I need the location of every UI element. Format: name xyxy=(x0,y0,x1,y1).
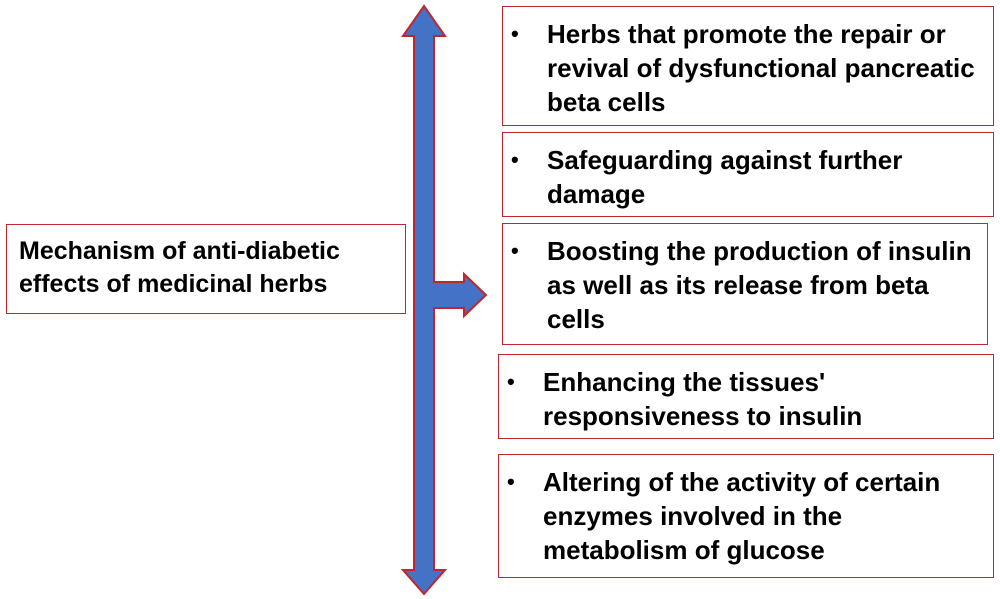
bullet-icon: • xyxy=(511,21,519,46)
bullet-icon: • xyxy=(511,238,519,263)
effect-text: Herbs that promote the repair or revival… xyxy=(547,19,975,117)
list-item: • Enhancing the tissues' responsiveness … xyxy=(499,365,993,433)
list-item: • Safeguarding against further damage xyxy=(503,143,993,211)
effect-box-4: • Enhancing the tissues' responsiveness … xyxy=(498,354,994,439)
effect-text: Boosting the production of insulin as we… xyxy=(547,236,972,334)
bullet-icon: • xyxy=(511,147,519,172)
list-item: • Altering of the activity of certain en… xyxy=(499,465,993,567)
bullet-icon: • xyxy=(507,469,515,494)
effect-box-2: • Safeguarding against further damage xyxy=(502,132,994,217)
effect-box-3: • Boosting the production of insulin as … xyxy=(502,223,988,345)
effect-text: Enhancing the tissues' responsiveness to… xyxy=(543,367,863,431)
bullet-icon: • xyxy=(507,369,515,394)
effect-text: Safeguarding against further damage xyxy=(547,145,903,209)
list-item: • Herbs that promote the repair or reviv… xyxy=(503,17,993,119)
effect-box-5: • Altering of the activity of certain en… xyxy=(498,454,994,578)
arrow-shape xyxy=(400,4,488,596)
list-item: • Boosting the production of insulin as … xyxy=(503,234,987,336)
effect-box-1: • Herbs that promote the repair or reviv… xyxy=(502,6,994,126)
mechanism-box: Mechanism of anti-diabetic effects of me… xyxy=(6,224,406,314)
effect-text: Altering of the activity of certain enzy… xyxy=(543,467,941,565)
mechanism-label: Mechanism of anti-diabetic effects of me… xyxy=(19,237,340,298)
